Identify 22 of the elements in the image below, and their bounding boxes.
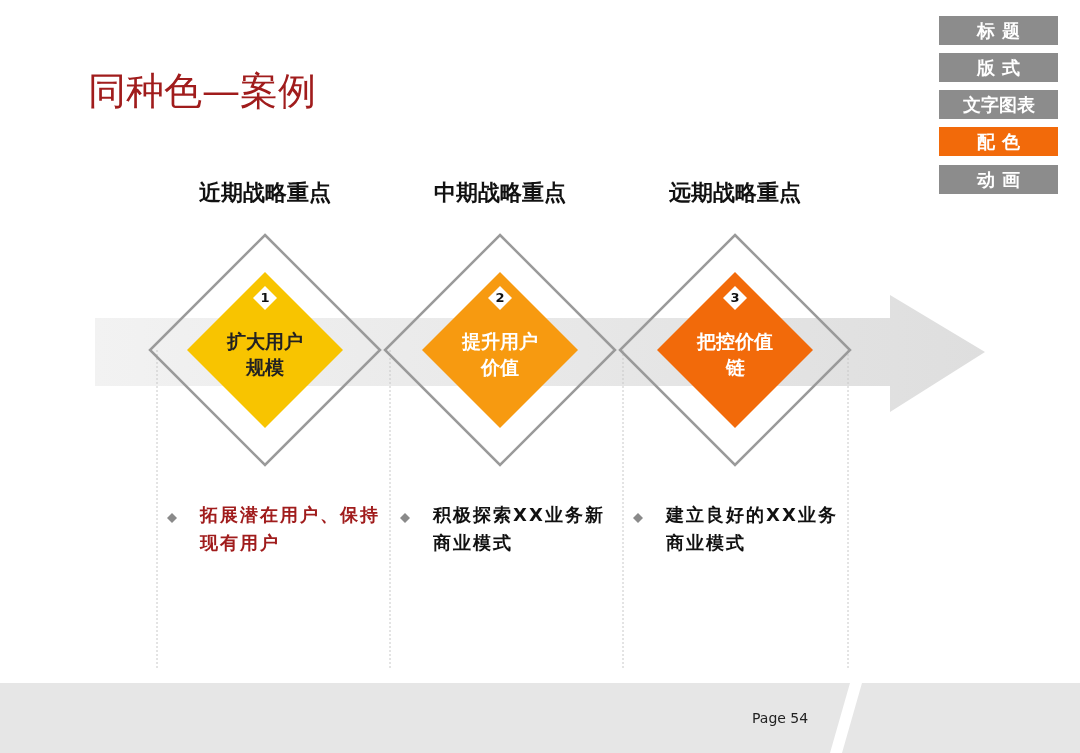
page-number: Page 54 [752,710,809,726]
diamond-label: 扩大用户规模 [225,329,304,380]
strategy-diamond [187,272,343,428]
nav-tab: 标 题 [939,16,1058,45]
nav-tab: 动 画 [939,165,1058,194]
diamond-label: 提升用户价值 [460,329,539,380]
column-heading: 中期战略重点 [433,179,567,207]
nav-tab: 配 色 [939,127,1058,156]
nav-tab: 文字图表 [939,90,1058,119]
bullet-text: 建立良好的XX业务商业模式 [666,503,839,555]
column-heading: 远期战略重点 [668,179,802,207]
bullet-text: 拓展潜在用户、保持现有用户 [200,503,380,555]
nav-tab: 版 式 [939,53,1058,82]
strategy-diamond [422,272,578,428]
bullet-text: 积极探索XX业务新商业模式 [433,503,606,555]
number-badge: 2 [488,286,512,310]
title: 同种色—案例 [88,68,316,115]
number-badge: 1 [253,286,277,310]
strategy-diamond [657,272,813,428]
number-badge: 3 [723,286,747,310]
diamond-label: 把控价值链 [695,329,774,380]
column-heading: 近期战略重点 [198,179,332,207]
